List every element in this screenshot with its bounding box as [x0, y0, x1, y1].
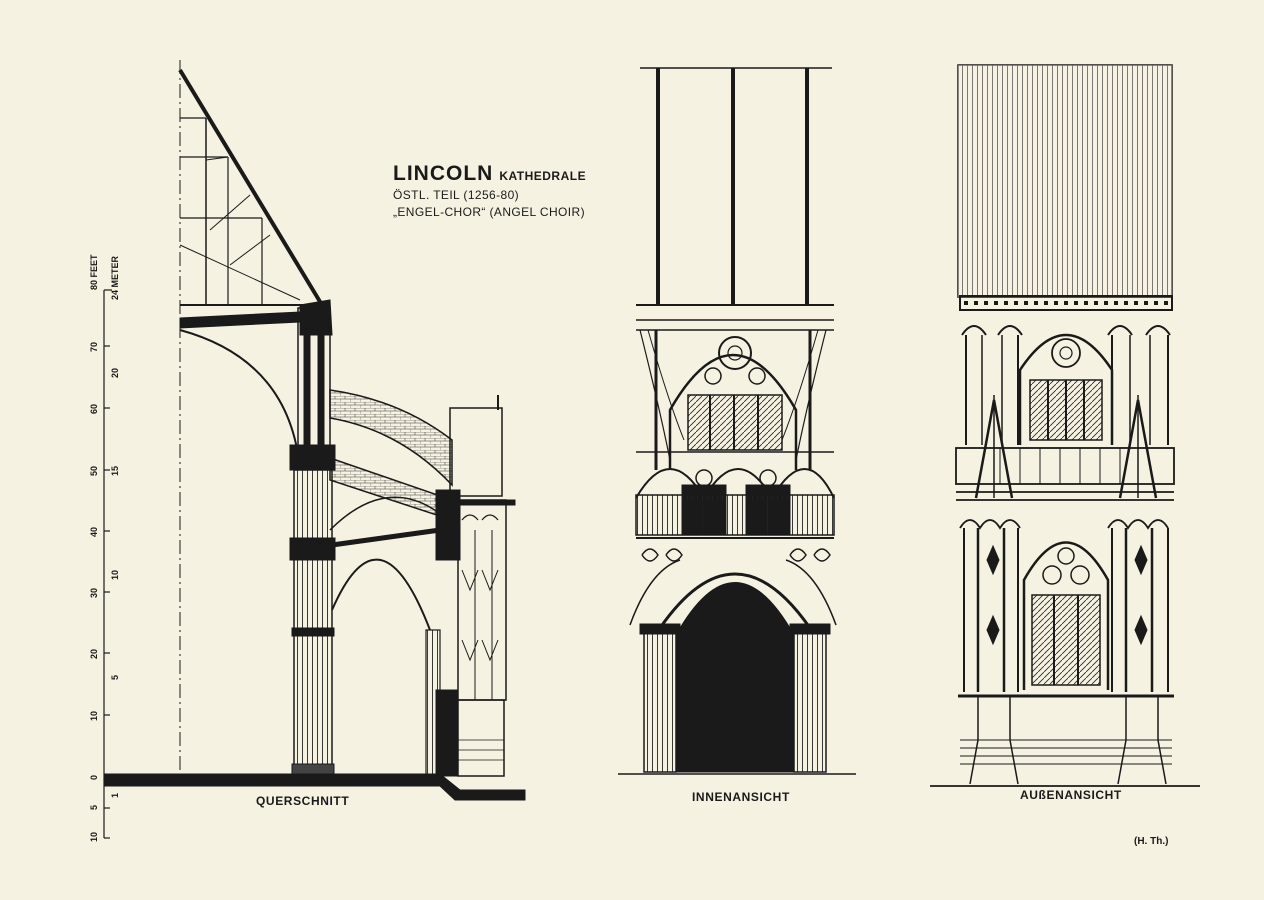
- scale-meter-label: 24 METER: [110, 255, 120, 300]
- title-subtitle-date: ÖSTL. TEIL (1256-80): [393, 188, 520, 202]
- title-subtitle-choir: „ENGEL-CHOR“ (ANGEL CHOIR): [393, 205, 585, 219]
- caption-cross-section: QUERSCHNITT: [256, 794, 350, 808]
- caption-exterior: AUßENANSICHT: [1020, 788, 1122, 802]
- exterior-elevation-drawing: [930, 64, 1200, 787]
- scale-feet-tick: 30: [89, 587, 99, 598]
- scale-feet-tick: 0: [89, 774, 99, 780]
- author-credit: (H. Th.): [1134, 836, 1169, 847]
- title-main: LINCOLN: [393, 162, 494, 185]
- scale-feet-tick: 10: [89, 831, 99, 842]
- cross-section-drawing: [103, 60, 526, 801]
- title-main-suffix: KATHEDRALE: [499, 169, 587, 183]
- scale-feet-label: 80 FEET: [89, 254, 99, 290]
- scale-meter-tick: 15: [110, 465, 120, 476]
- scale-meter-tick: 5: [110, 674, 120, 680]
- scale-meter-tick: 1: [110, 792, 120, 798]
- scale-feet-tick: 40: [89, 526, 99, 537]
- caption-interior: INNENANSICHT: [692, 790, 790, 804]
- scale-feet-tick: 5: [89, 804, 99, 810]
- drawing-title: LINCOLN KATHEDRALE: [393, 162, 586, 186]
- interior-elevation-drawing: [618, 67, 856, 775]
- scale-feet-tick: 10: [89, 710, 99, 721]
- scale-feet-tick: 50: [89, 465, 99, 476]
- scale-feet-tick: 20: [89, 648, 99, 659]
- scale-feet-tick: 60: [89, 403, 99, 414]
- scale-meter-tick: 20: [110, 367, 120, 378]
- scale-feet-tick: 70: [89, 341, 99, 352]
- scale-meter-tick: 10: [110, 569, 120, 580]
